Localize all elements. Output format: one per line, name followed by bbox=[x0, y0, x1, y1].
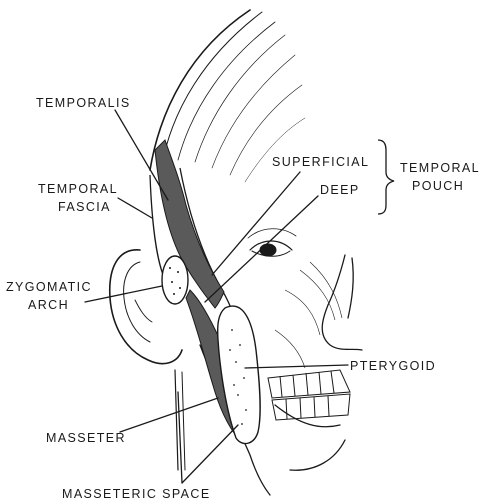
leader-deep bbox=[205, 196, 318, 302]
eye bbox=[248, 229, 296, 257]
leader-masseter bbox=[120, 398, 218, 432]
leader-superficial bbox=[212, 172, 300, 275]
label-temporal-pouch-1: TEMPORAL bbox=[400, 161, 480, 175]
label-deep: DEEP bbox=[320, 183, 360, 197]
teeth bbox=[268, 370, 350, 420]
label-masseter: MASSETER bbox=[46, 431, 126, 445]
label-temporal-pouch-2: POUCH bbox=[412, 179, 464, 193]
leader-masseteric-space-2 bbox=[182, 425, 238, 483]
label-temporalis: TEMPORALIS bbox=[36, 96, 131, 110]
label-temporal-fascia-1: TEMPORAL bbox=[38, 182, 118, 196]
label-zygomatic-arch-1: ZYGOMATIC bbox=[6, 280, 92, 294]
leader-masseteric-space-1 bbox=[178, 392, 182, 483]
label-temporal-fascia-2: FASCIA bbox=[58, 200, 111, 214]
label-zygomatic-arch-2: ARCH bbox=[28, 298, 69, 312]
leader-pterygoid bbox=[245, 365, 348, 368]
label-pterygoid: PTERYGOID bbox=[350, 359, 436, 373]
label-masseteric-space: MASSETERIC SPACE bbox=[62, 487, 211, 501]
leader-temporal-fascia bbox=[118, 198, 152, 218]
cheek-shading bbox=[275, 262, 342, 368]
zygomatic-arch bbox=[162, 256, 188, 304]
mandible-ramus bbox=[218, 306, 261, 443]
temporal-pouch-bracket bbox=[378, 140, 394, 214]
label-superficial: SUPERFICIAL bbox=[272, 155, 369, 169]
